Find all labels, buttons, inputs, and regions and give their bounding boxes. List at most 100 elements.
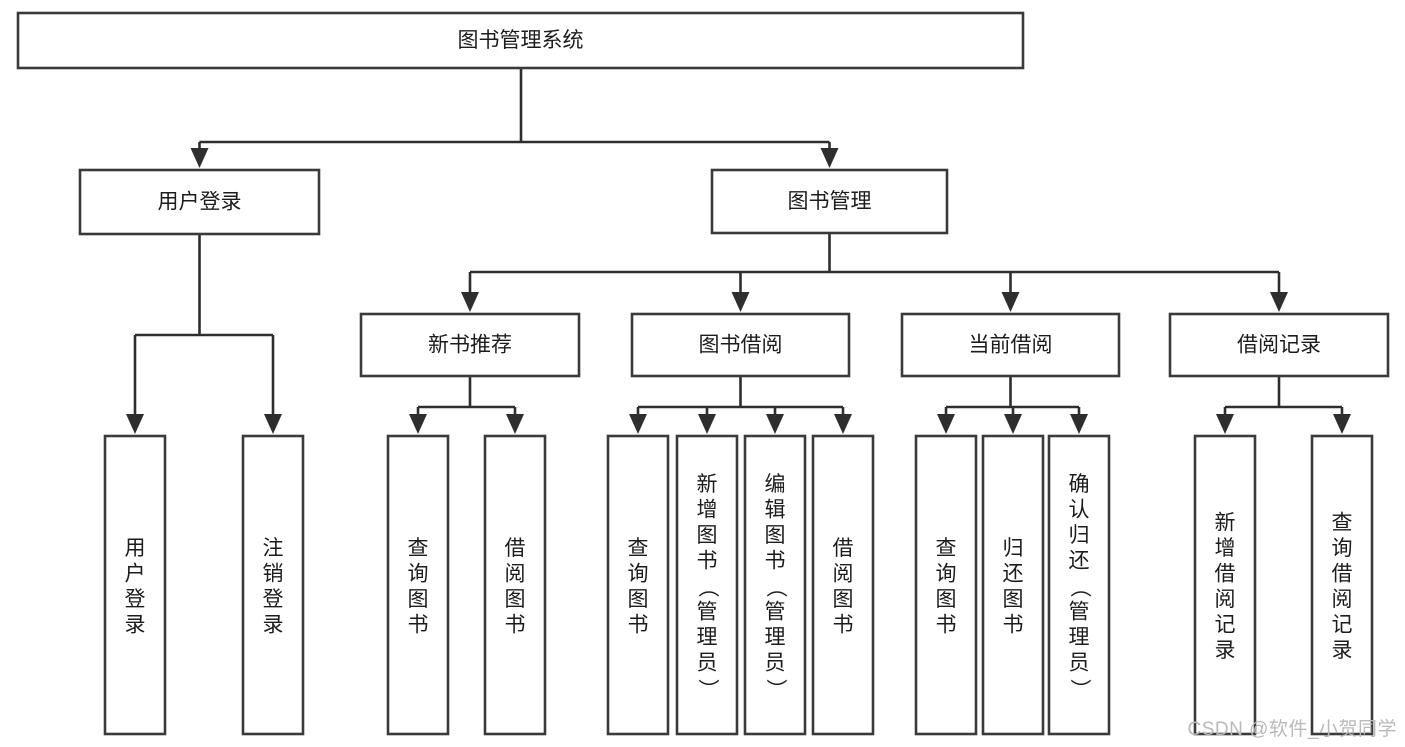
node-root-图书管理系统-0[interactable]: 图书管理系统: [16, 11, 1025, 70]
node-box: [1310, 434, 1374, 736]
node-label-char: 图: [833, 588, 854, 611]
node-box: [675, 434, 739, 736]
node-l3-图书借阅-1[interactable]: 图书借阅: [630, 312, 851, 378]
node-l3-借阅记录-3[interactable]: 借阅记录: [1168, 312, 1390, 378]
node-leaf-查询图书-4[interactable]: 查询图书查询图书: [606, 434, 670, 736]
node-label-char: 还: [1069, 550, 1090, 573]
node-label-char: 查: [1332, 511, 1353, 534]
arrow-head-icon: [937, 414, 955, 434]
node-label-char: 录: [1332, 639, 1353, 662]
node-label-char: 归: [1069, 524, 1090, 547]
node-label-char: 记: [1215, 613, 1236, 636]
node-label-char: 新: [697, 473, 718, 496]
node-label-char: 书: [1003, 613, 1024, 636]
node-label-char: 认: [1069, 499, 1090, 522]
node-l2-图书管理-1[interactable]: 图书管理: [710, 168, 949, 235]
node-box: [103, 434, 167, 736]
node-label-char: 借: [833, 537, 854, 560]
node-label-char: （: [1068, 577, 1091, 598]
arrow-head-icon: [190, 148, 209, 168]
node-leaf-借阅图书-3[interactable]: 借阅图书借阅图书: [483, 434, 547, 736]
node-label-char: 图: [1003, 588, 1024, 611]
node-leaf-查询图书-8[interactable]: 查询图书查询图书: [914, 434, 978, 736]
node-label-char: 书: [765, 550, 786, 573]
arrow-head-icon: [126, 414, 144, 434]
node-label-char: 阅: [1332, 588, 1353, 611]
node-label-char: 销: [263, 562, 284, 585]
node-box: [1168, 312, 1390, 378]
node-label: 图书借阅: [699, 334, 783, 357]
node-leaf-归还图书-9[interactable]: 归还图书归还图书: [981, 434, 1045, 736]
node-leaf-借阅图书-7[interactable]: 借阅图书借阅图书: [811, 434, 875, 736]
node-l2-用户登录-0[interactable]: 用户登录: [78, 168, 321, 236]
node-box: [1193, 434, 1257, 736]
node-label: 当前借阅: [969, 334, 1053, 357]
node-label-char: 理: [1069, 626, 1090, 649]
node-label-char: 询: [936, 562, 957, 585]
node-label-char: 询: [628, 562, 649, 585]
node-label-char: 员: [1069, 652, 1090, 675]
node-label-char: 辑: [765, 499, 786, 522]
node-box: [16, 11, 1025, 70]
node-label-char: 记: [1332, 613, 1353, 636]
connector-layer: [126, 68, 1351, 434]
node-label-char: 阅: [833, 562, 854, 585]
node-label-char: 借: [1332, 562, 1353, 585]
arrow-head-icon: [1270, 292, 1288, 312]
node-label-char: ）: [1068, 679, 1091, 700]
node-label-char: 查: [628, 537, 649, 560]
arrow-head-icon: [698, 414, 716, 434]
node-layer: 图书管理系统用户登录图书管理新书推荐图书借阅当前借阅借阅记录用户登录用户登录注销…: [16, 11, 1390, 736]
node-leaf-新增借阅记录-11[interactable]: 新增借阅记录新增借阅记录: [1193, 434, 1257, 736]
node-label-char: 注: [263, 537, 284, 560]
node-box: [78, 168, 321, 236]
node-box: [241, 434, 305, 736]
node-label-char: 登: [125, 588, 146, 611]
node-label-char: 理: [697, 626, 718, 649]
node-box: [710, 168, 949, 235]
node-label-char: 管: [697, 601, 718, 624]
arrow-head-icon: [1001, 292, 1020, 312]
node-label: 图书管理: [788, 190, 872, 213]
arrow-head-icon: [1333, 414, 1351, 434]
node-box: [811, 434, 875, 736]
arrow-head-icon: [264, 414, 282, 434]
node-label-char: 图: [697, 524, 718, 547]
node-label-char: 员: [765, 652, 786, 675]
arrow-head-icon: [409, 414, 427, 434]
node-label-char: 户: [125, 562, 146, 585]
node-leaf-查询图书-2[interactable]: 查询图书查询图书: [386, 434, 450, 736]
node-label-char: ）: [696, 679, 719, 700]
node-label-char: 阅: [505, 562, 526, 585]
node-box: [630, 312, 851, 378]
node-l3-当前借阅-2[interactable]: 当前借阅: [900, 312, 1121, 378]
node-label-char: 录: [263, 613, 284, 636]
node-label-char: 查: [936, 537, 957, 560]
arrow-head-icon: [461, 292, 479, 312]
node-label-char: 书: [833, 613, 854, 636]
node-leaf-注销登录-1[interactable]: 注销登录注销登录: [241, 434, 305, 736]
node-box: [606, 434, 670, 736]
node-label-char: 员: [697, 652, 718, 675]
arrow-head-icon: [1070, 414, 1088, 434]
node-leaf-查询借阅记录-12[interactable]: 查询借阅记录查询借阅记录: [1310, 434, 1374, 736]
node-leaf-用户登录-0[interactable]: 用户登录用户登录: [103, 434, 167, 736]
node-box: [386, 434, 450, 736]
node-label-char: 增: [697, 499, 718, 522]
node-label: 图书管理系统: [458, 29, 584, 52]
node-l3-新书推荐-0[interactable]: 新书推荐: [359, 312, 581, 378]
node-label-char: 图: [505, 588, 526, 611]
node-box: [914, 434, 978, 736]
node-label-char: 图: [936, 588, 957, 611]
node-label-char: 询: [408, 562, 429, 585]
node-label-char: 图: [765, 524, 786, 547]
node-label-char: 管: [765, 601, 786, 624]
node-label-char: 还: [1003, 562, 1024, 585]
node-label-char: 书: [628, 613, 649, 636]
node-label-char: 新: [1215, 511, 1236, 534]
